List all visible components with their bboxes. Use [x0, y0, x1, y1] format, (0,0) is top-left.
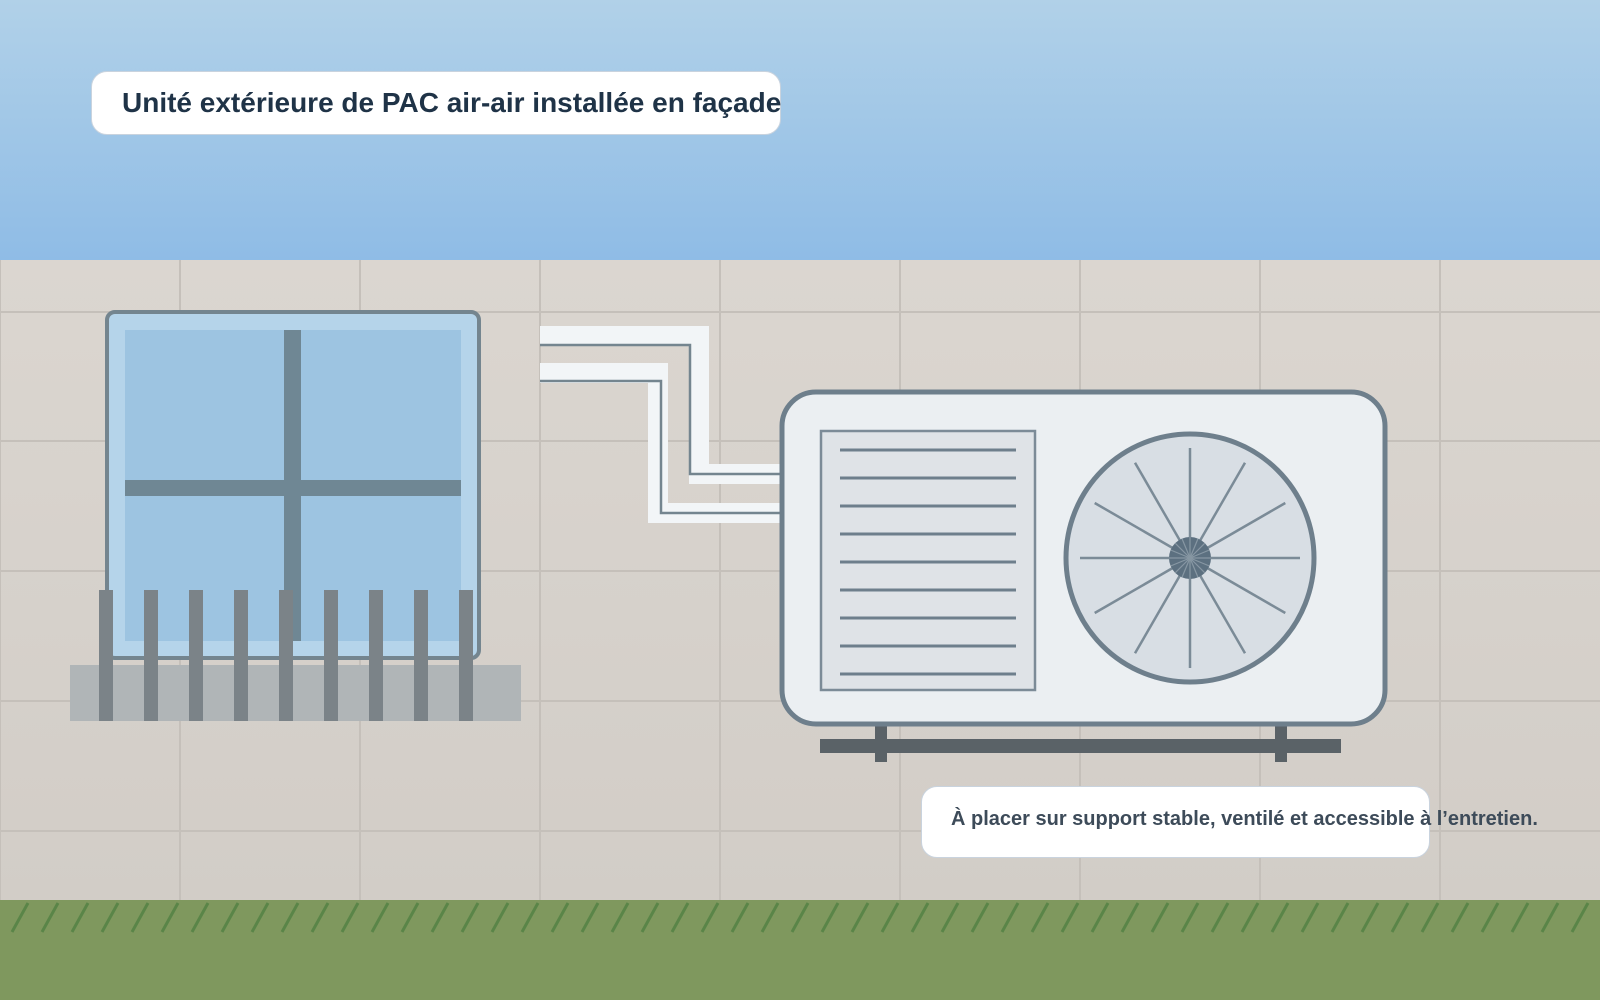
refrigerant-pipes-icon — [540, 326, 782, 523]
grass — [0, 900, 1600, 1000]
heat-pump-outdoor-unit-icon — [779, 389, 1388, 727]
title-label: Unité extérieure de PAC air-air installé… — [91, 71, 781, 135]
window-icon — [105, 310, 481, 660]
wall-bracket-icon — [820, 722, 1341, 762]
grille-icon — [819, 429, 1037, 692]
fence-icon — [99, 590, 473, 721]
fan-icon — [1063, 431, 1317, 685]
installation-note: À placer sur support stable, ventilé et … — [921, 786, 1538, 858]
window-sill — [70, 665, 521, 721]
